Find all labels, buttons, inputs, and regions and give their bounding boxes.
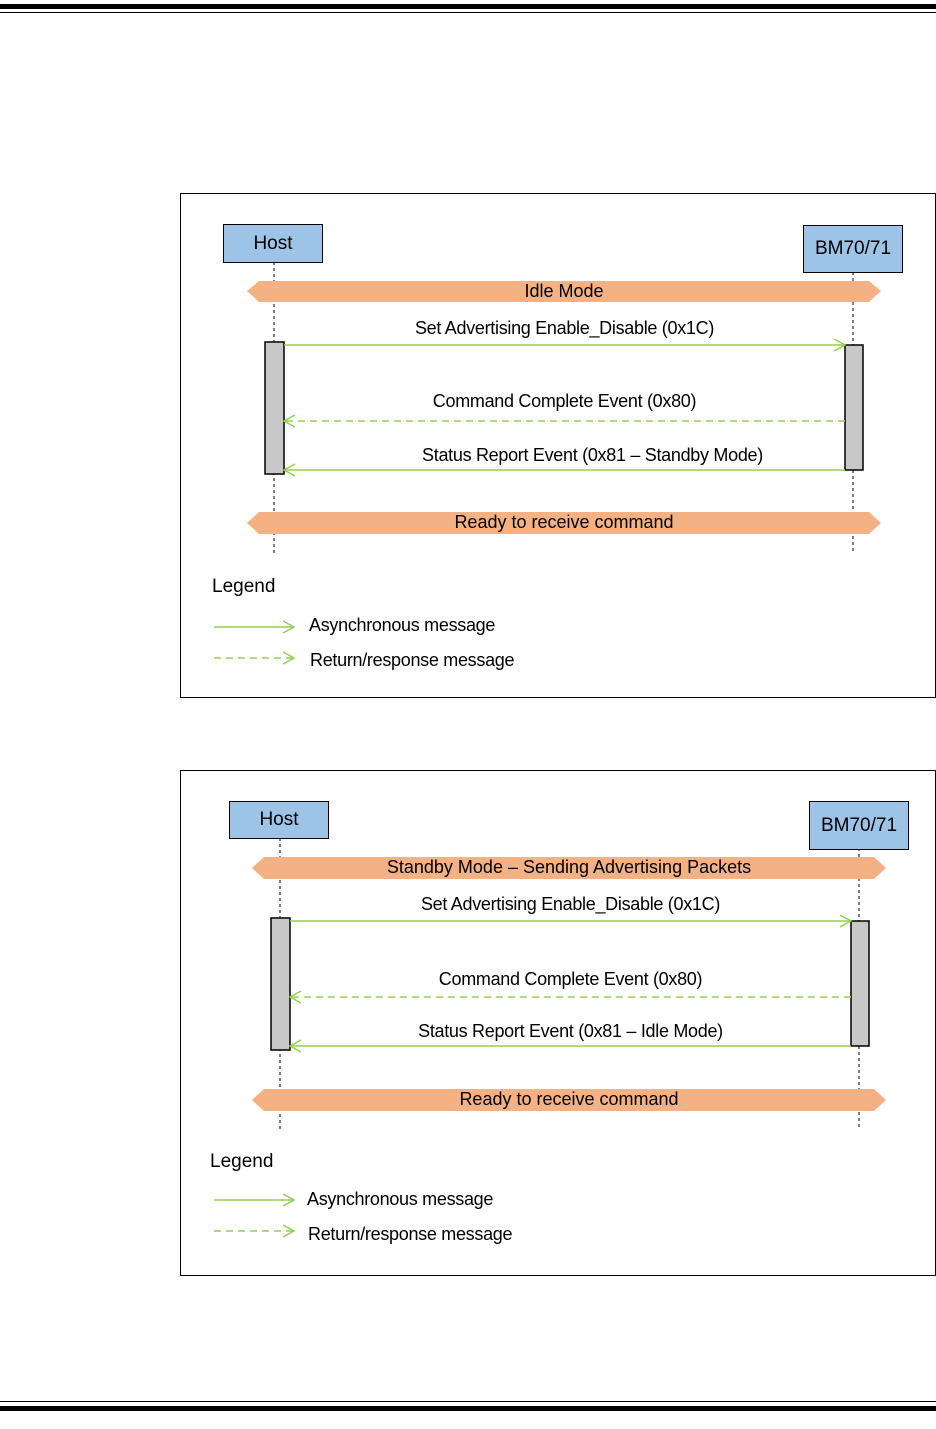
sequence-diagram-2: Host BM70/71 Standby Mode – Sending Adve… xyxy=(180,770,936,1276)
host-participant: Host xyxy=(229,801,329,839)
legend-title: Legend xyxy=(212,576,276,597)
message-label-2: Command Complete Event (0x80) xyxy=(432,391,697,411)
message-label-3: Status Report Event (0x81 – Standby Mode… xyxy=(422,445,763,465)
legend-response-label: Return/response message xyxy=(310,650,515,670)
module-activation xyxy=(844,344,864,471)
module-participant: BM70/71 xyxy=(809,801,909,850)
host-activation xyxy=(270,917,291,1051)
legend-async-label: Asynchronous message xyxy=(307,1189,494,1209)
sequence-diagram-1: Host BM70/71 Idle Mode Set Advertising E… xyxy=(180,193,936,698)
message-label-3: Status Report Event (0x81 – Idle Mode) xyxy=(418,1021,723,1041)
top-band-label: Idle Mode xyxy=(524,281,604,301)
message-label-2: Command Complete Event (0x80) xyxy=(438,969,703,989)
bottom-rule xyxy=(0,1406,936,1411)
top-band xyxy=(247,281,881,302)
top-rule-thin xyxy=(0,12,936,13)
top-band xyxy=(252,857,886,879)
module-participant: BM70/71 xyxy=(803,225,903,273)
bottom-band xyxy=(247,512,881,534)
bottom-band xyxy=(252,1089,886,1111)
host-activation xyxy=(264,341,285,475)
bottom-rule-thin xyxy=(0,1401,936,1402)
bottom-band-label: Ready to receive command xyxy=(459,1089,679,1109)
diagram-1-graphics xyxy=(214,262,881,665)
message-label-1: Set Advertising Enable_Disable (0x1C) xyxy=(420,894,721,914)
top-band-label: Standby Mode – Sending Advertising Packe… xyxy=(386,857,752,877)
top-rule xyxy=(0,4,936,9)
diagram-2-graphics xyxy=(214,838,886,1238)
host-participant: Host xyxy=(223,224,323,263)
module-activation xyxy=(850,920,870,1047)
legend-async-label: Asynchronous message xyxy=(309,615,496,635)
message-label-1: Set Advertising Enable_Disable (0x1C) xyxy=(414,318,715,338)
legend-title: Legend xyxy=(210,1151,274,1172)
legend-response-label: Return/response message xyxy=(308,1224,513,1244)
bottom-band-label: Ready to receive command xyxy=(454,512,674,532)
